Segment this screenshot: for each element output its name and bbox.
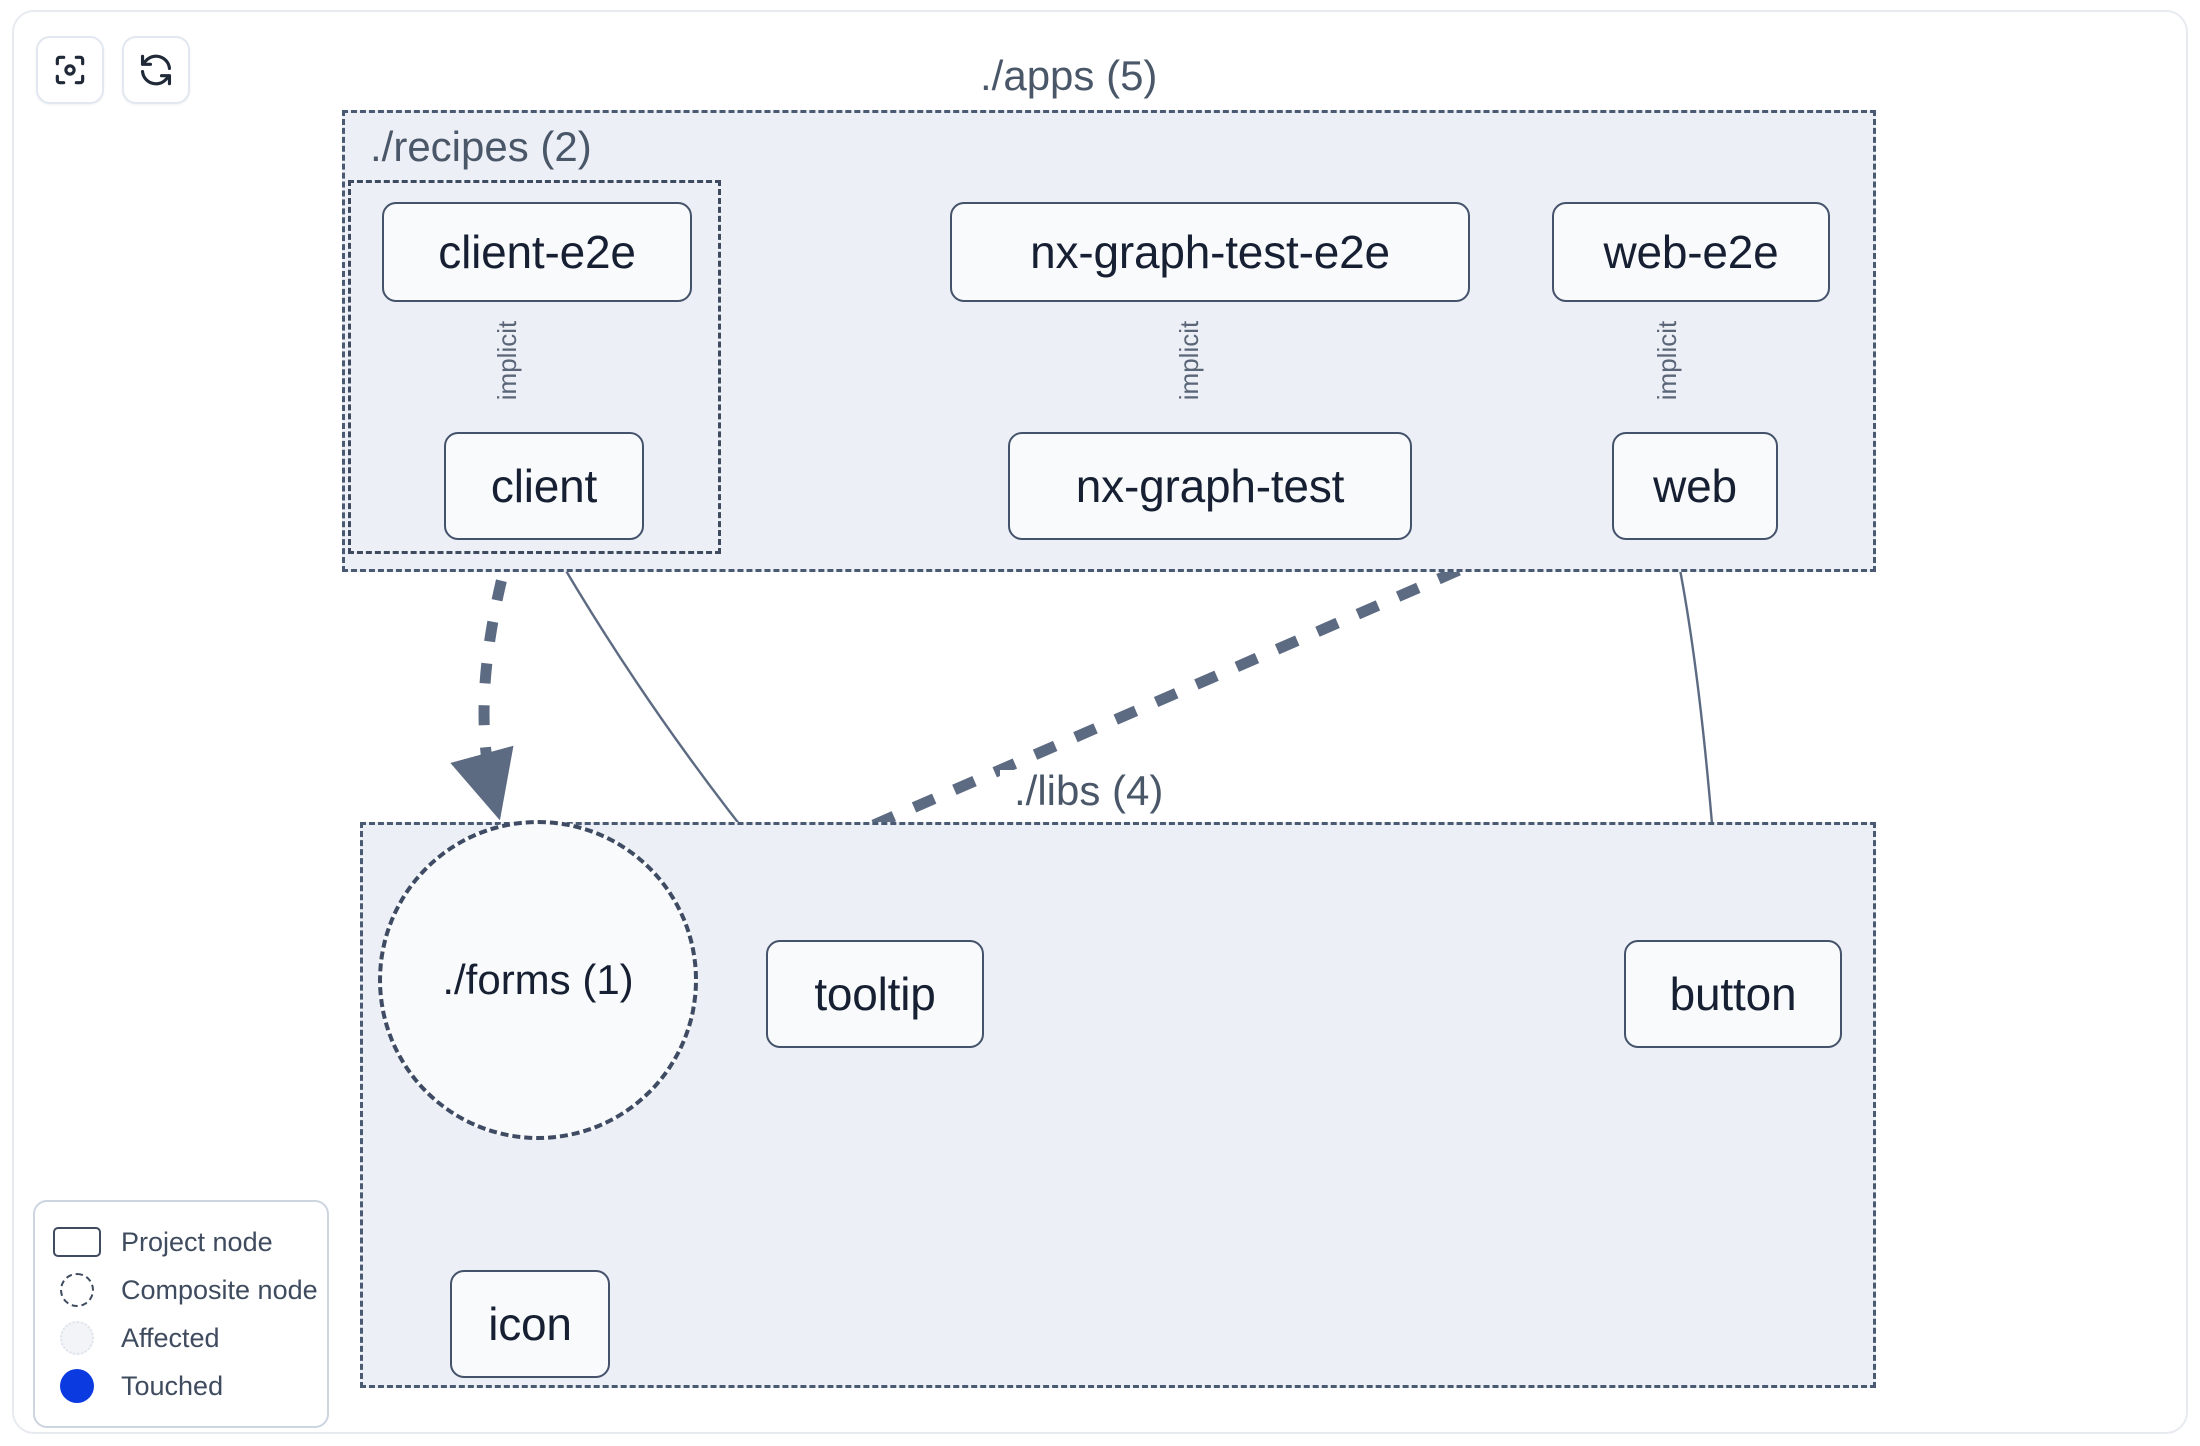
legend-item-affected: Affected — [51, 1314, 307, 1362]
node-client[interactable]: client — [444, 432, 644, 540]
legend-label: Touched — [121, 1370, 224, 1401]
legend-label: Affected — [121, 1322, 220, 1353]
legend-label: Composite node — [121, 1274, 318, 1305]
project-node-swatch — [51, 1227, 103, 1257]
graph-legend: Project node Composite node Affected Tou… — [33, 1200, 329, 1428]
node-web[interactable]: web — [1612, 432, 1778, 540]
affected-swatch — [51, 1321, 103, 1355]
refresh-icon — [137, 51, 175, 89]
group-label-apps: ./apps (5) — [966, 55, 1172, 97]
node-forms[interactable]: ./forms (1) — [378, 820, 698, 1140]
node-icon[interactable]: icon — [450, 1270, 610, 1378]
node-nx-graph-test[interactable]: nx-graph-test — [1008, 432, 1412, 540]
node-tooltip[interactable]: tooltip — [766, 940, 984, 1048]
node-client-e2e[interactable]: client-e2e — [382, 202, 692, 302]
focus-target-icon — [51, 51, 89, 89]
group-label-libs: ./libs (4) — [1000, 770, 1178, 812]
group-label-recipes: ./recipes (2) — [370, 123, 592, 170]
node-button[interactable]: button — [1624, 940, 1842, 1048]
touched-swatch — [51, 1369, 103, 1403]
legend-item-touched: Touched — [51, 1362, 307, 1410]
graph-toolbar — [36, 36, 190, 104]
node-web-e2e[interactable]: web-e2e — [1552, 202, 1830, 302]
legend-item-project-node: Project node — [51, 1218, 307, 1266]
legend-item-composite-node: Composite node — [51, 1266, 318, 1314]
composite-node-swatch — [51, 1273, 103, 1307]
legend-label: Project node — [121, 1226, 273, 1257]
node-nx-graph-test-e2e[interactable]: nx-graph-test-e2e — [950, 202, 1470, 302]
focus-graph-button[interactable] — [36, 36, 104, 104]
refresh-graph-button[interactable] — [122, 36, 190, 104]
